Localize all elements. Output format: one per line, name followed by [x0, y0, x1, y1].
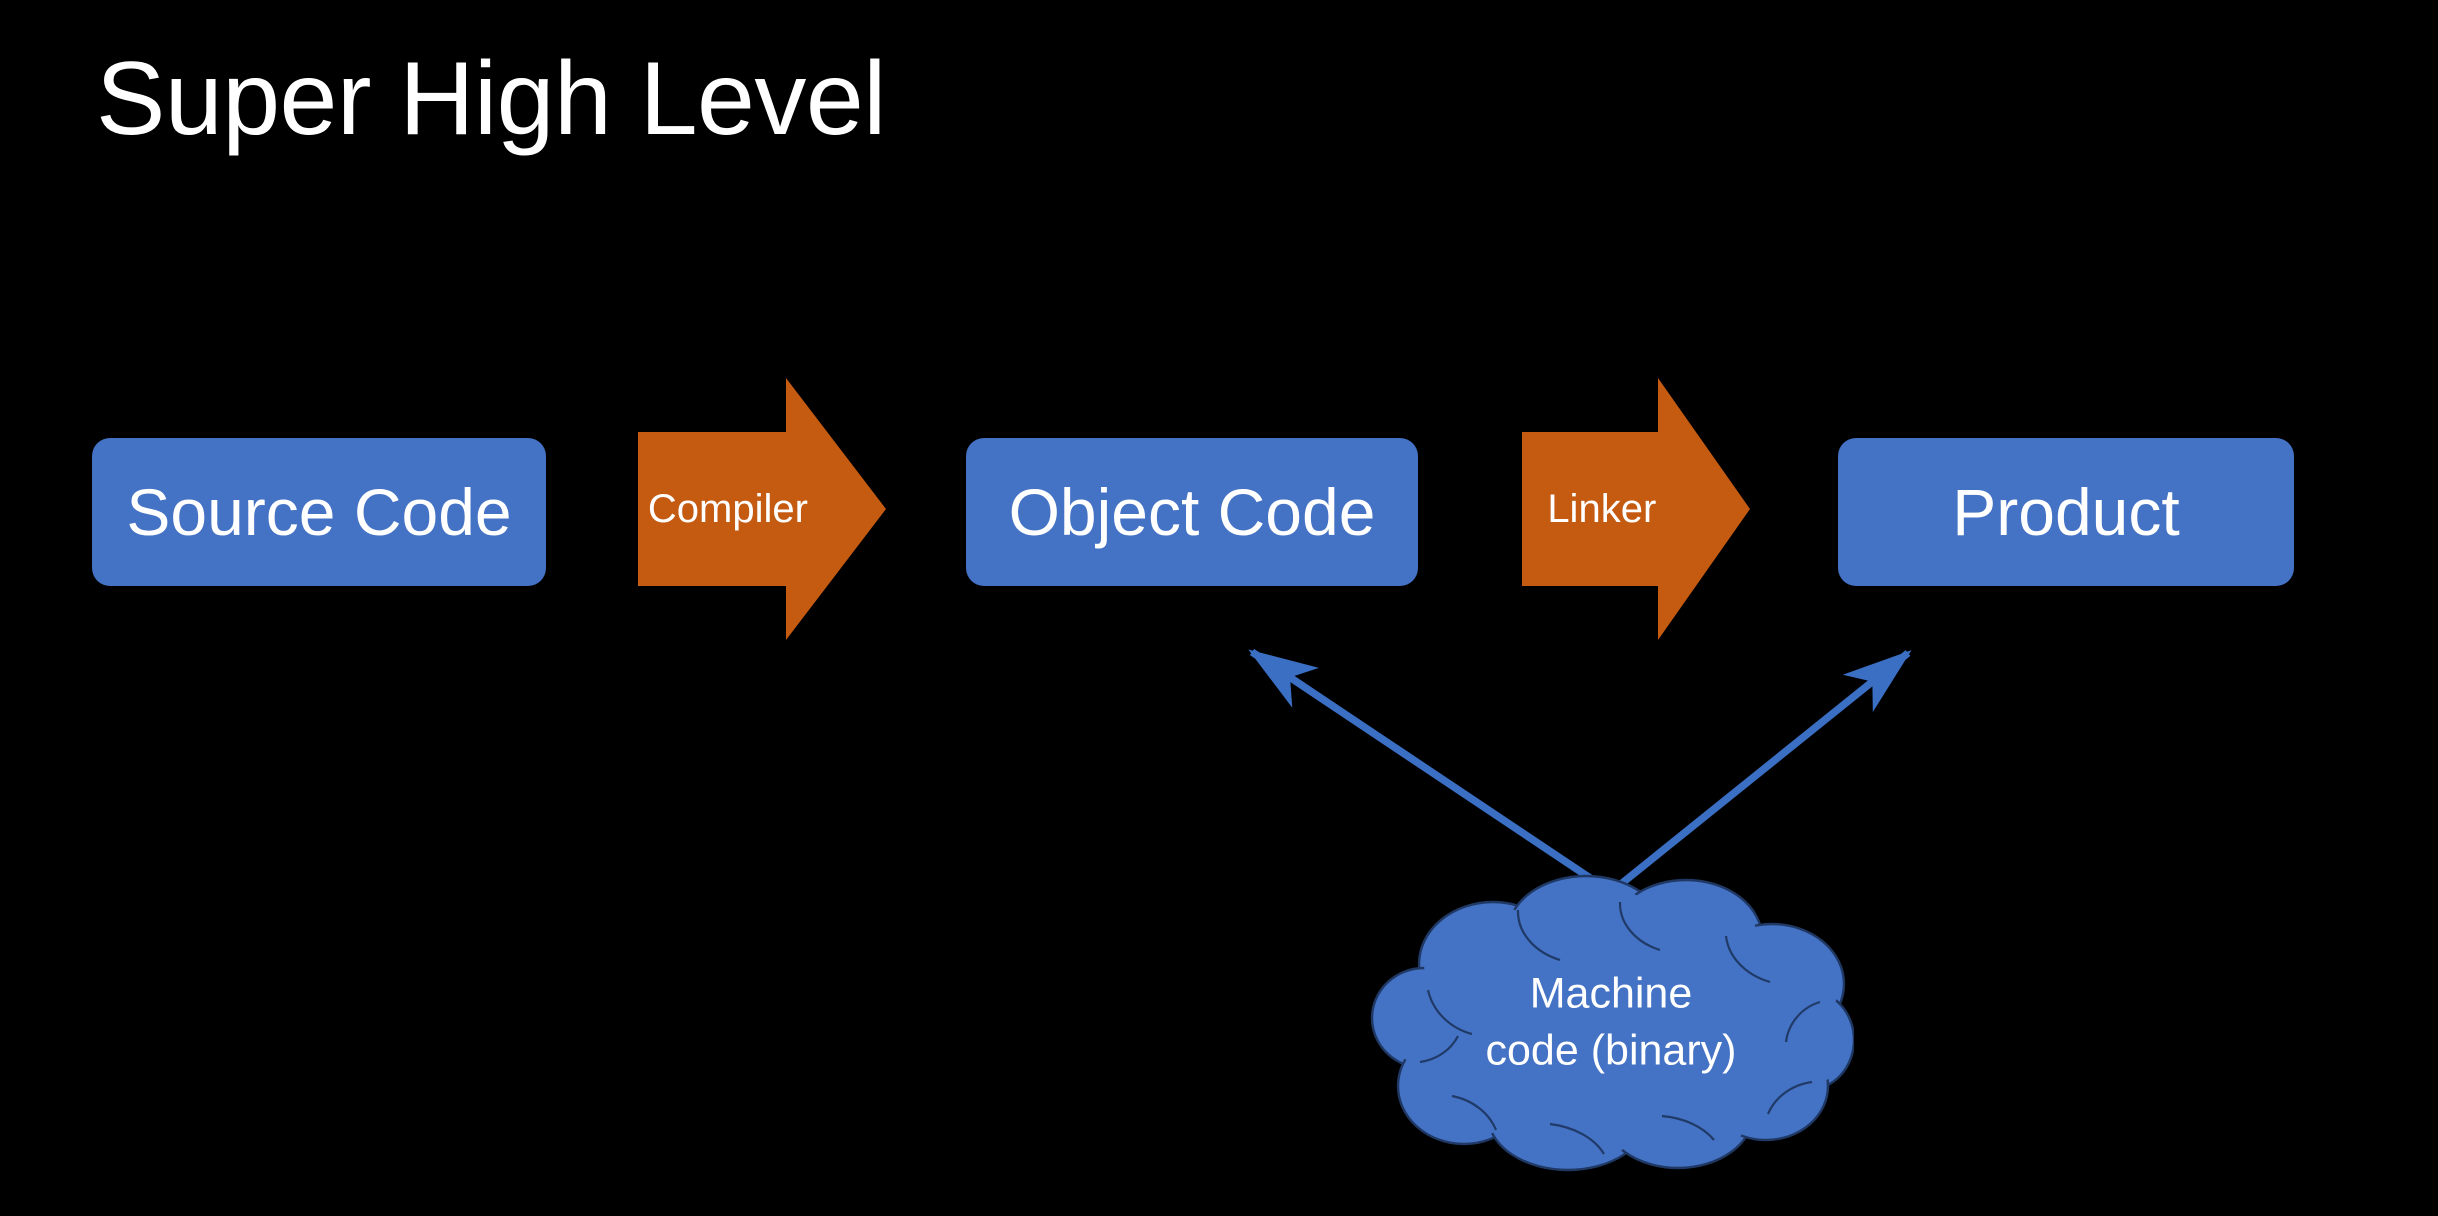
cloud-shape-icon [1370, 874, 1854, 1172]
node-product[interactable]: Product [1838, 438, 2294, 586]
node-product-label: Product [1952, 475, 2180, 549]
node-source-code-label: Source Code [126, 475, 512, 549]
linker-arrow-shape [1522, 378, 1750, 640]
node-object-code-label: Object Code [1008, 475, 1376, 549]
compiler-arrow-shape [638, 378, 886, 640]
node-object-code[interactable]: Object Code [966, 438, 1418, 586]
connector-cloud-to-object-code [1248, 648, 1614, 896]
process-arrow-compiler[interactable]: Compiler [638, 378, 886, 640]
process-arrow-linker[interactable]: Linker [1522, 378, 1750, 640]
cloud-machine-code[interactable]: Machine code (binary) [1368, 872, 1854, 1172]
page-title: Super High Level [96, 41, 886, 157]
node-source-code[interactable]: Source Code [92, 438, 546, 586]
connector-cloud-to-product [1608, 650, 1912, 895]
